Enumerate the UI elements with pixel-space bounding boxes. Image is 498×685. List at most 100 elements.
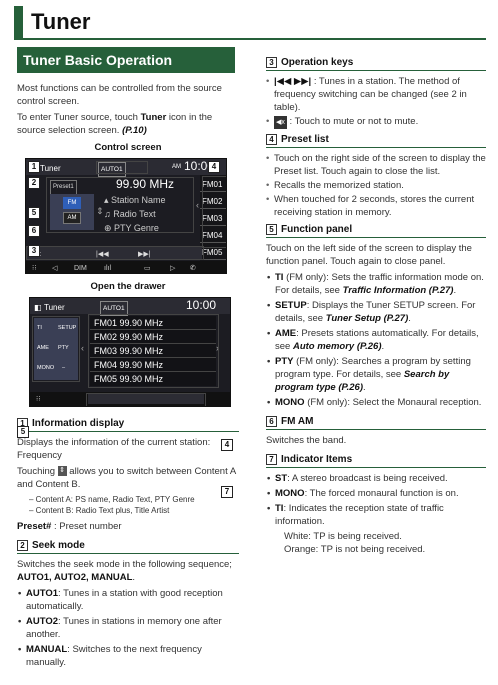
fm-am-text: Switches the band. [266,435,347,446]
operation-key-item: ◀x : Touch to mute or not to mute. [266,115,486,129]
function-panel: TI SETUP AME PTY MONO – [34,318,78,380]
seek-mode-button[interactable]: AUTO1 [100,301,128,316]
am-button[interactable]: AM [63,212,81,224]
seek-item: AUTO2: Tunes in stations in memory one a… [17,615,239,641]
panel-close-chevron-icon[interactable]: ‹ [81,343,84,353]
preset-button[interactable]: FM04 [200,226,226,243]
callout-6: 6 [28,225,40,237]
mute-key-icon: ◀x [274,116,287,129]
indicator-item: ST: A stereo broadcast is being received… [266,472,486,485]
preset-button[interactable]: FM02 [200,192,226,209]
callout-frame-4 [88,314,219,388]
callout-1: 1 [28,161,40,173]
function-panel-text: Touch on the left side of the screen to … [266,243,472,267]
callout-3: 3 [28,245,40,257]
ti-button[interactable]: TI [37,325,42,331]
eq-icon[interactable]: ılıl [104,265,111,272]
top-bar: ◧ Tuner AUTO1 AM 10:00 [26,159,226,177]
section-title: Tuner Basic Operation [17,47,235,73]
touching-text: Touching ⇕ allows you to switch between … [17,466,236,490]
drawer-preset-list: FM01 99.90 MHz FM02 99.90 MHz FM03 99.90… [90,316,216,386]
preset-row[interactable]: FM05 99.90 MHz [94,374,164,384]
page-title: Tuner [31,9,91,34]
content-switch-icon[interactable]: ⇕ [96,206,104,216]
frequency-display: 99.90 MHz [116,177,175,191]
source-label: Tuner [40,164,61,173]
seek-down-icon[interactable]: |◀◀ [96,251,109,258]
indicator-bar [88,394,204,404]
menu-grid-icon[interactable]: ⁝⁝ [32,265,37,272]
control-screen: ◧ Tuner AUTO1 AM 10:00 Preset1 99.90 MHz… [25,158,227,274]
fm-button[interactable]: FM [63,197,81,209]
mono-button[interactable]: MONO [37,365,55,371]
info-display-text: Displays the information of the current … [17,437,211,461]
function-item: AME: Presets stations automatically. For… [266,327,486,353]
preset-row[interactable]: FM01 99.90 MHz [90,316,216,330]
blank-button[interactable]: – [62,365,66,371]
list-close-chevron-icon[interactable]: › [216,343,219,353]
dim-button[interactable]: DIM [74,265,87,272]
indicator-item: TI: Indicates the reception state of tra… [266,502,486,528]
callout-4: 4 [221,439,233,451]
ti-white-text: White: TP is being received. [284,531,402,542]
operation-key-item: |◀◀ ▶▶| : Tunes in a station. The method… [266,75,486,114]
function-item: TI (FM only): Sets the traffic informati… [266,271,486,297]
band-buttons-area: FM AM [50,194,94,230]
tuner-source-icon: ◧ [34,303,42,312]
pty-genre-row: ⊕ PTY Genre [104,223,159,233]
function-item: SETUP: Displays the Tuner SETUP screen. … [266,299,486,325]
menu-grid-icon[interactable]: ⁝⁝ [36,396,41,403]
intro-p1: Most functions can be controlled from th… [17,83,222,107]
page-header: Tuner [14,6,486,40]
seek-item: MANUAL: Switches to the next frequency m… [17,643,239,669]
preset-row[interactable]: FM04 99.90 MHz [90,358,216,372]
preset-button[interactable]: FM03 [200,209,226,226]
callout-5: 5 [28,207,40,219]
preset-list-item: When touched for 2 seconds, stores the c… [266,193,486,219]
callout-frame-7 [86,393,206,406]
callout-2: 2 [28,177,40,189]
preset-button[interactable]: FM05 [200,243,226,260]
indicator-item: MONO: The forced monaural function is on… [266,487,486,500]
seek-up-icon[interactable]: ▶▶| [138,251,151,258]
seek-item: AUTO1: Tunes in a station with good rece… [17,587,239,613]
clock: 10:00 [184,159,215,173]
seek-mode-button[interactable]: AUTO1 [98,162,126,177]
preset-row[interactable]: FM02 99.90 MHz [90,330,216,344]
preset-button[interactable]: FM01 [200,175,226,192]
function-item: PTY (FM only): Searches a program by set… [266,355,486,394]
content-switch-icon: ⇕ [57,466,67,477]
callout-5: 5 [17,426,29,438]
preset-list: FM01 FM02 FM03 FM04 FM05 [200,175,226,261]
phone-icon[interactable]: ✆ [190,265,196,272]
callout-frame-2 [46,177,194,233]
preset-number-text: Preset# : Preset number [17,521,122,532]
callout-frame-4 [202,176,226,248]
next-icon[interactable]: ▷ [170,265,176,272]
drawer-bottom-bar: ⁝⁝ [30,392,230,406]
bottom-bar: ⁝⁝ ◁ DIM ılıl ▭ ▷ ✆ [26,261,226,273]
preset-row[interactable]: FM03 99.90 MHz [90,344,216,358]
pty-button[interactable]: PTY [58,345,69,351]
control-screen-title: Control screen [94,142,162,153]
setup-button[interactable]: SETUP [58,325,77,331]
callout-7: 7 [221,486,233,498]
ame-button[interactable]: AME [37,345,49,351]
seek-mode-text: Switches the seek mode in the following … [17,559,232,583]
preset-open-chevron-icon[interactable]: ‹ [196,200,199,210]
back-icon[interactable]: ◁ [52,265,58,272]
screen-switch-icon[interactable]: ▭ [144,265,151,272]
radio-text-row: ♫ Radio Text [104,209,156,219]
callout-frame-3 [26,246,204,260]
source-label: Tuner [44,303,65,312]
intro-p2: To enter Tuner source, touch Tuner icon … [17,112,213,136]
ti-orange-text: Orange: TP is not being received. [284,544,426,555]
preset-list-item: Touch on the right side of the screen to… [266,152,486,178]
